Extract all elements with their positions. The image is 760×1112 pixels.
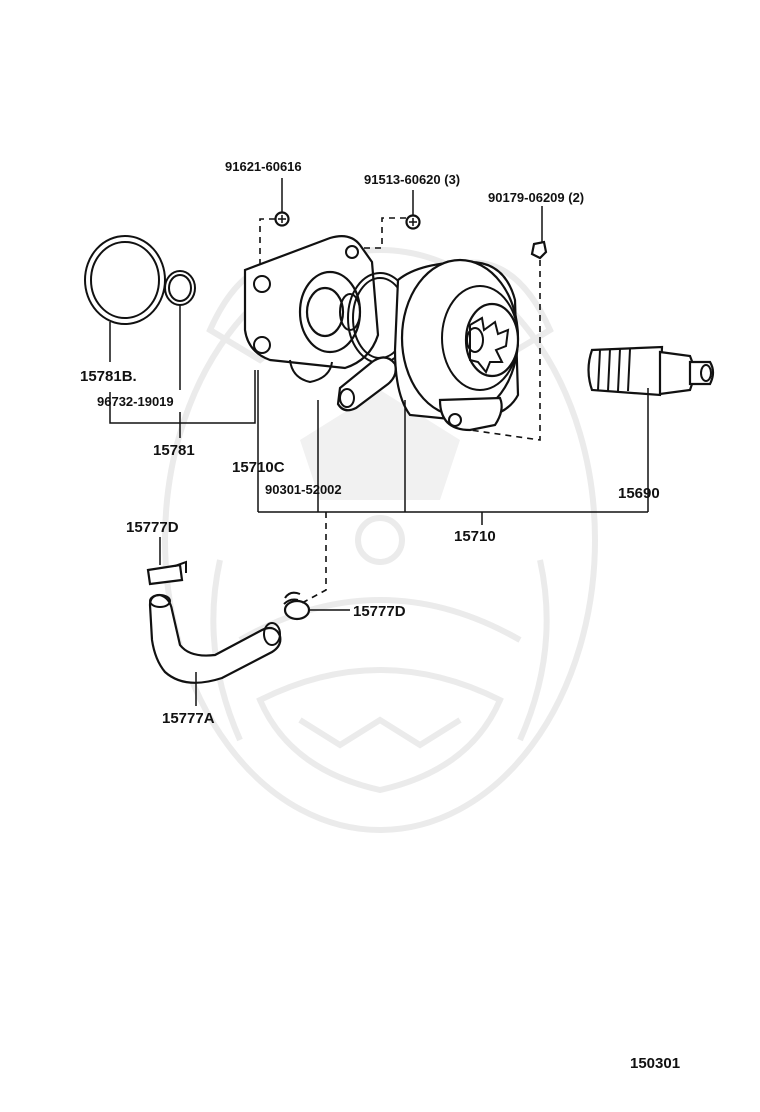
pump-body	[336, 258, 520, 432]
nut-90179	[530, 240, 548, 260]
label-o-ring-set-15781: 15781	[153, 442, 195, 459]
hose-clamp-left	[146, 560, 187, 586]
bolt-91621	[274, 211, 290, 227]
watermark-emblem	[162, 247, 598, 833]
label-hose-15777a: 15777A	[162, 710, 215, 727]
pump-cover	[243, 235, 380, 384]
hose-clamp-right	[283, 591, 311, 621]
label-union-15690: 15690	[618, 485, 660, 502]
label-clamp-right-15777d: 15777D	[353, 603, 406, 620]
label-bolt-91513: 91513-60620 (3)	[364, 172, 460, 187]
label-bolt-91621: 91621-60616	[225, 159, 302, 174]
label-pump-15710: 15710	[454, 528, 496, 545]
label-o-ring-96732: 96732-19019	[97, 394, 174, 409]
water-hose	[148, 593, 282, 684]
bolt-91513	[405, 214, 421, 230]
figure-number: 150301	[630, 1055, 680, 1072]
o-ring-large	[84, 235, 166, 325]
leader-lines	[109, 178, 649, 706]
union-fitting	[587, 345, 715, 397]
label-clamp-90301: 90301-52002	[265, 482, 342, 497]
label-nut-90179: 90179-06209 (2)	[488, 190, 584, 205]
label-o-ring-15781b: 15781B.	[80, 368, 137, 385]
label-clamp-left-15777d: 15777D	[126, 519, 179, 536]
o-ring-small	[164, 270, 196, 306]
label-cover-15710c: 15710C	[232, 459, 285, 476]
